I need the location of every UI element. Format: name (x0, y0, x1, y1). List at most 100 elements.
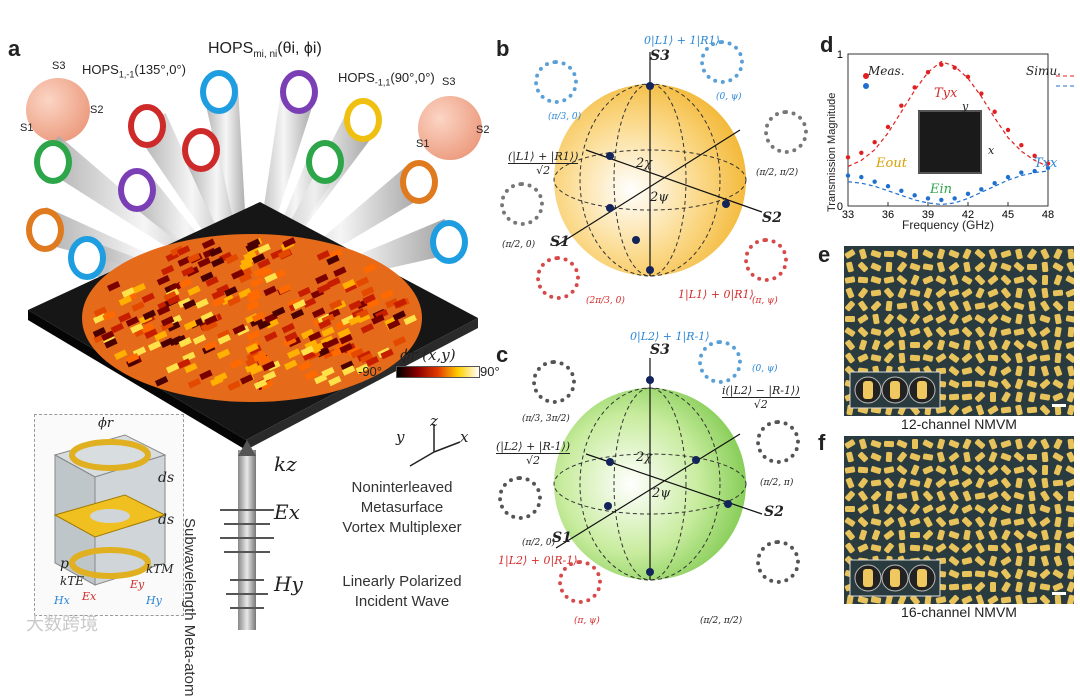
c-left-state: (|L2⟩ + |R-1⟩) √2 (496, 440, 570, 467)
meta-atom-cell (935, 465, 947, 475)
meta-atom-cell (962, 393, 973, 400)
meta-atom-cell (1013, 466, 1024, 474)
meta-atom-cell (976, 594, 985, 604)
meta-atom-cell (1054, 529, 1062, 540)
scale-bar (1052, 592, 1066, 595)
inset-axis-y: y (962, 100, 968, 113)
meta-atom-cell (935, 275, 947, 285)
b-bottom-state: 1|L1⟩ + 0|R1⟩ (678, 288, 754, 301)
meta-atom-cell (961, 367, 972, 375)
point-txx (1019, 170, 1023, 174)
meta-atom-cell (1065, 353, 1074, 364)
meta-atom-cell (844, 517, 856, 527)
meta-atom-cell (1013, 328, 1024, 336)
zoom-atom-patch (890, 381, 900, 399)
meta-atom-cell (1001, 568, 1012, 580)
meta-atom-cell (922, 249, 934, 259)
meta-atom-cell (1053, 438, 1063, 450)
meta-atom-cell (1052, 569, 1064, 579)
meta-atom-cell (1039, 568, 1050, 579)
meta-atom-cell (1039, 404, 1050, 415)
point-tyx (899, 103, 903, 107)
watermark: 大数跨境 (26, 610, 98, 636)
meta-atom-cell (975, 477, 985, 489)
legend-simu: Simu. (1026, 64, 1061, 78)
meta-atom-cell (870, 440, 881, 449)
meta-atom-cell (1015, 352, 1023, 363)
meta-atom-cell (870, 452, 882, 462)
meta-atom-cell (948, 439, 960, 448)
meta-atom-cell (883, 287, 894, 299)
meta-atom-cell (1013, 451, 1025, 462)
meta-atom-cell (1000, 262, 1011, 271)
meta-atom-cell (987, 478, 999, 488)
meta-atom-cell (857, 543, 869, 553)
meta-atom-cell (1027, 597, 1037, 604)
meta-atom-cell (988, 529, 998, 541)
meta-atom-cell (857, 596, 868, 604)
vortex-ring (26, 208, 64, 252)
meta-atom-cell (1013, 529, 1025, 540)
meta-atom-cell (1067, 555, 1074, 566)
meta-atom-cell (844, 439, 856, 449)
inset-ds1-label: ds (158, 470, 174, 486)
c-coord-4: (π, ψ) (574, 616, 600, 626)
meta-atom-cell (870, 276, 881, 285)
meta-atom-cell (935, 288, 947, 299)
meta-atom-cell (948, 328, 959, 336)
meta-atom-cell (1027, 407, 1037, 414)
meta-atom-cell (948, 379, 960, 389)
meta-atom-cell (1001, 596, 1012, 603)
point-txx (846, 173, 850, 177)
meta-atom-cell (1066, 261, 1074, 273)
meta-atom-cell (909, 517, 920, 526)
meta-atom-cell (910, 545, 920, 552)
meta-atom-cell (886, 452, 893, 462)
meta-atom-cell (923, 453, 934, 460)
meta-atom-cell (1026, 274, 1037, 285)
meta-atom-cell (1026, 380, 1037, 389)
meta-atom-cell (1054, 339, 1062, 350)
inset-axis-x: x (988, 144, 994, 157)
meta-atom-cell (871, 479, 882, 486)
meta-atom-cell (896, 314, 908, 325)
c-coord-0: (π/3, 3π/2) (522, 414, 570, 424)
b-coord-1: (0, ψ) (716, 92, 742, 102)
meta-atom-cell (1026, 353, 1038, 362)
meta-atom-cell (1052, 452, 1064, 462)
meta-atom-cell (961, 314, 973, 324)
meta-atom-cell (949, 464, 958, 475)
meta-atom-cell (1040, 354, 1051, 361)
meta-atom-cell (948, 569, 960, 579)
meta-atom-cell (1040, 544, 1051, 551)
meta-atom-cell (871, 339, 880, 350)
meta-atom-cell (1052, 379, 1064, 389)
meta-atom-cell (1028, 581, 1036, 592)
meta-atom-cell (1041, 365, 1050, 376)
meta-atom-cell (910, 342, 920, 348)
meta-atom-cell (961, 478, 973, 488)
meta-atom-cell (963, 340, 971, 351)
meta-atom-cell (962, 583, 973, 590)
meta-atom-cell (1065, 341, 1074, 350)
meta-atom-cell (922, 544, 933, 552)
meta-atom-cell (1000, 504, 1012, 514)
panel-c: c 0|L2⟩ + 1|R-1⟩ 1|L2⟩ + 0|R-1⟩ (|L2⟩ + … (490, 318, 812, 636)
meta-atom-cell (961, 353, 973, 364)
txx-label: Txx (1034, 156, 1057, 171)
c-coord-5: (π/2, π/2) (700, 616, 742, 626)
meta-atom-cell (1001, 391, 1011, 403)
meta-atom-cell (857, 314, 869, 324)
meta-atom-cell (883, 327, 895, 338)
meta-atom-cell (1041, 555, 1050, 566)
hy-label: Hy (274, 572, 303, 596)
c-s3: S3 (650, 342, 670, 358)
meta-atom-cell (987, 301, 999, 311)
meta-atom-cell (1040, 300, 1050, 312)
point-tyx (1006, 128, 1010, 132)
polarization-ring (498, 476, 542, 520)
ex-label: Ex (274, 500, 300, 524)
point-txx (966, 192, 970, 196)
meta-atom-cell (922, 339, 933, 350)
meta-atom-cell (911, 300, 919, 311)
